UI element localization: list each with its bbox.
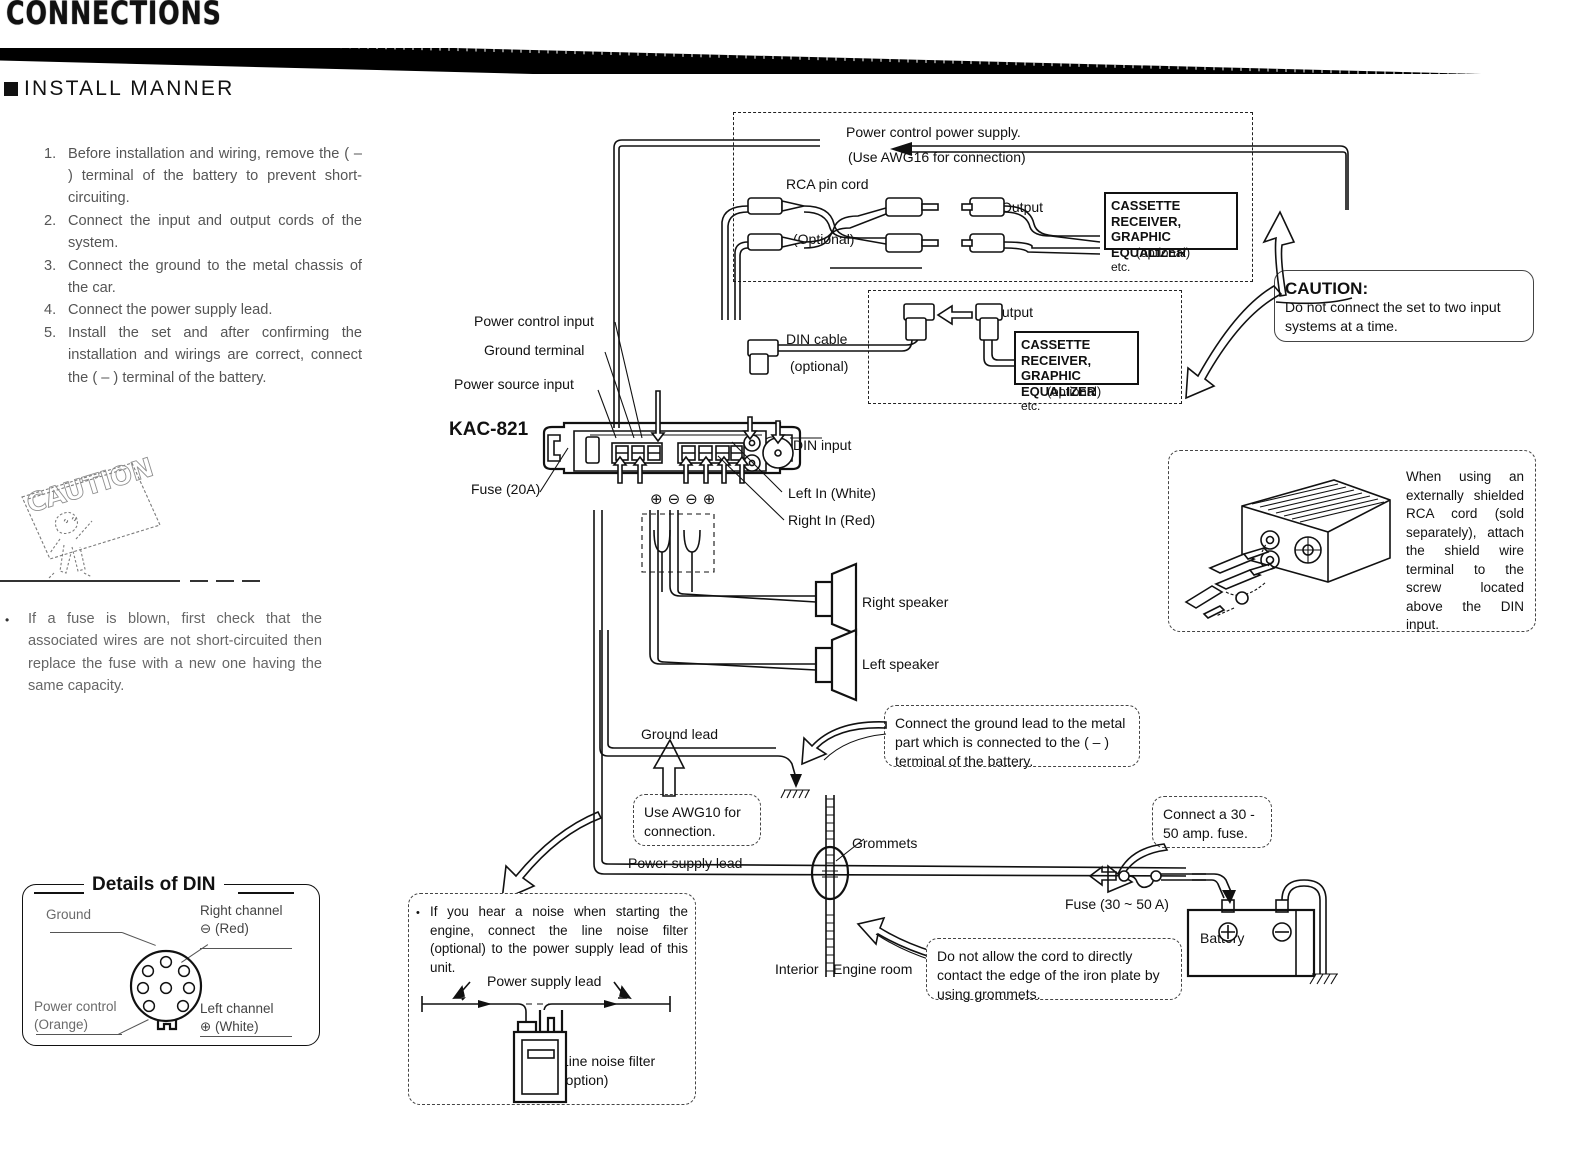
list-item: 4.Connect the power supply lead. [44,302,273,319]
din-cable-label: DIN cable [786,331,848,347]
rca-pin-cord-label: RCA pin cord [786,176,869,192]
left-in-label: Left In (White) [788,485,876,501]
din-ground-label: Ground [46,907,92,922]
left-speaker-label: Left speaker [862,656,940,672]
rca-system-group [733,112,1253,282]
line-noise-text: If you hear a noise when starting the en… [430,904,688,975]
caution-body: Do not connect the set to two input syst… [1285,299,1501,334]
step-text: Before installation and wiring, remove t… [68,145,362,207]
power-control-supply-label: Power control power supply. [846,124,1021,140]
mascot-divider [0,580,260,582]
step-text: Connect the ground to the metal chassis … [68,257,362,297]
cassette-receiver-box-1: CASSETTE RECEIVER, GRAPHIC EQUALIZER etc… [1104,192,1238,274]
ground-terminal-label: Ground terminal [484,342,585,358]
section-marker-icon [4,82,18,96]
install-steps-list: 1.Before installation and wiring, remove… [2,143,362,389]
speaker-terminal-polarity: ⊕⊖⊖⊕ [650,491,721,508]
line-noise-power-supply-lead-label: Power supply lead [487,973,602,989]
caution-mascot-icon: CAUTION [14,452,174,585]
power-source-input-label: Power source input [454,376,574,392]
din-system-group [868,290,1182,404]
awg16-note-label: (Use AWG16 for connection) [848,149,1026,165]
power-supply-lead-label: Power supply lead [628,855,743,871]
step-text: Connect the input and output cords of th… [68,212,362,252]
cassette-receiver-box-2: CASSETTE RECEIVER, GRAPHIC EQUALIZER etc… [1014,331,1139,413]
din-leader-power [36,1034,122,1036]
inline-fuse-label: Fuse (30 ~ 50 A) [1065,896,1169,912]
din-7pin-connector-icon [128,948,204,1031]
line-noise-filter-label: Line noise filter [561,1053,656,1069]
fuse-label: Fuse (20A) [471,481,541,497]
grommets-label: Grommets [852,835,918,851]
shielded-rca-callout [1168,450,1536,632]
fuse-note: • If a fuse is blown, first check that t… [2,608,322,698]
shielded-rca-text: When using an externally shielded RCA co… [1406,469,1524,632]
grommets-callout: Do not allow the cord to directly contac… [926,938,1182,1002]
list-item: 2.Connect the input and output cords of … [44,212,362,252]
din-right-channel-label: Right channel ⊖ (Red) [200,903,283,936]
din-input-label: DIN input [793,437,852,453]
interior-label: Interior [775,961,819,977]
din-leader-right [200,948,292,950]
awg10-callout: Use AWG10 for connection. [633,794,761,846]
din-details-title: Details of DIN [84,874,224,896]
right-speaker-label: Right speaker [862,594,949,610]
fuse-note-text: If a fuse is blown, first check that the… [28,611,322,695]
unit-model-label: KAC-821 [449,419,529,440]
page-title: CONNECTIONS [6,0,222,32]
receiver-box-1-caption: (optional) [1136,245,1191,260]
din-left-channel-label: Left channel ⊕ (White) [200,1001,274,1034]
section-title: INSTALL MANNER [24,77,235,100]
right-in-label: Right In (Red) [788,512,876,528]
din-leader-left [200,1036,292,1038]
line-noise-filter-option-label: (option) [561,1072,609,1088]
power-control-input-label: Power control input [474,313,594,329]
ground-lead-callout: Connect the ground lead to the metal par… [884,705,1140,769]
din-cable-optional-label: (optional) [790,358,849,374]
step-text: Install the set and after confirming the… [68,324,362,386]
caution-heading: CAUTION: [1285,279,1369,298]
step-text: Connect the power supply lead. [68,302,273,319]
din-leader-ground [50,932,122,934]
din-power-control-label: Power control (Orange) [34,999,117,1032]
caution-callout: CAUTION: Do not connect the set to two i… [1274,270,1534,342]
ground-lead-label: Ground lead [641,726,719,742]
bullet-icon: • [416,907,420,919]
din-title-rule-right [238,892,294,894]
list-item: 5.Install the set and after confirming t… [44,324,362,386]
list-item: 3.Connect the ground to the metal chassi… [44,257,362,297]
din-title-rule-left [34,892,86,894]
rca-output-label: Output [1001,199,1044,215]
fuse-30-50-callout: Connect a 30 - 50 amp. fuse. [1152,796,1272,848]
header-divider-bar [0,48,1585,74]
bullet-icon: • [5,613,10,627]
engine-room-label: Engine room [833,961,913,977]
receiver-box-2-caption: (optional) [1047,384,1102,399]
line-noise-text-block: • If you hear a noise when starting the … [416,903,688,977]
list-item: 1.Before installation and wiring, remove… [44,145,362,207]
svg-text:CAUTION: CAUTION [23,453,157,520]
